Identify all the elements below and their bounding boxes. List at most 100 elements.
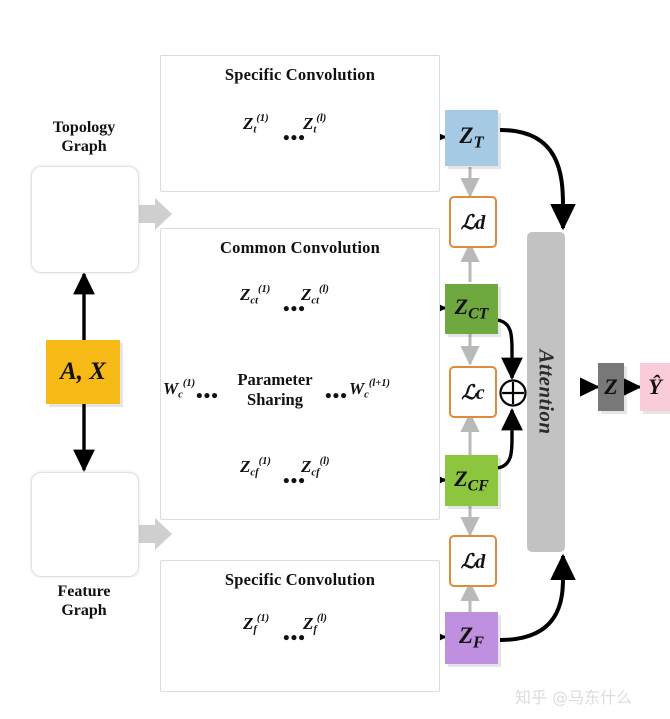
attention-module: Attention	[527, 232, 565, 552]
zcf-sub: CF	[467, 477, 489, 495]
topology-graph-label-line1: Topology	[52, 119, 116, 136]
ld-bottom-text: ℒd	[461, 549, 485, 574]
arrow-zct-to-sum	[496, 318, 523, 381]
feature-graph-card	[31, 472, 139, 577]
zt1-sub: t	[253, 124, 257, 136]
weight-left-sup: (1)	[182, 378, 196, 389]
input-ax-label: A, X	[60, 358, 106, 385]
zf-sub: F	[473, 632, 485, 652]
zf-base: Z	[458, 623, 473, 649]
loss-box-ld-top: ℒd	[449, 196, 497, 248]
ld-top-base: ℒ	[460, 211, 476, 234]
conv-dots-row4: •••	[283, 628, 306, 649]
zct-sub: CT	[468, 305, 489, 323]
zct1-sub: ct	[250, 295, 258, 307]
lc-base: ℒ	[461, 381, 476, 404]
ld-top-text: ℒd	[461, 210, 485, 235]
weight-right-base: W	[349, 378, 365, 398]
sum-operator	[498, 378, 528, 408]
embedding-zf-text: ZF	[459, 623, 484, 653]
zctl-base: Z	[301, 284, 312, 304]
zt-base: Z	[459, 123, 474, 149]
output-block-yhat: Ŷ	[640, 363, 670, 411]
zctl-sub: ct	[311, 295, 319, 307]
weight-left-base: W	[163, 378, 179, 398]
ztl-sub: t	[313, 124, 317, 136]
zf1-sup: (1)	[256, 613, 270, 624]
lc-sub: c	[475, 381, 485, 404]
parameter-sharing-line2: Sharing	[247, 390, 303, 409]
feature-graph-label-line2: Graph	[61, 602, 107, 619]
attention-label: Attention	[534, 349, 559, 435]
embedding-block-zt: ZT	[445, 110, 498, 166]
conv-label-zt-l: Zt(l)	[303, 113, 326, 135]
parameter-sharing-dots-right: •••	[325, 386, 348, 407]
zcfl-sub: cf	[311, 467, 320, 479]
ld-bottom-sub: d	[475, 550, 486, 573]
conv-label-zf-1: Zf(1)	[243, 613, 269, 635]
loss-box-lc: ℒc	[449, 366, 497, 418]
weight-right-sup: (l+1)	[368, 378, 391, 389]
zt1-sup: (1)	[256, 113, 269, 124]
watermark: 知乎 @马东什么	[515, 688, 633, 707]
conv-label-zct-1: Zct(1)	[240, 284, 270, 306]
zt1-base: Z	[243, 113, 254, 133]
panel-specific-convolution-topology: Specific Convolution	[160, 55, 440, 192]
zt-sub: T	[473, 132, 484, 152]
feature-graph-label: Feature Graph	[24, 582, 144, 620]
conv-label-zct-l: Zct(l)	[301, 284, 329, 306]
gray-block-arrow-feature	[138, 518, 172, 550]
lc-text: ℒc	[461, 380, 484, 405]
yhat-base: Ŷ	[648, 374, 662, 399]
sum-operator-icon	[499, 379, 527, 407]
ztl-sup: (l)	[316, 113, 327, 124]
zfl-sup: (l)	[316, 613, 327, 624]
feature-graph-label-line1: Feature	[57, 583, 111, 600]
weight-left-sub: c	[178, 389, 183, 401]
parameter-sharing-label: Parameter Sharing	[215, 370, 335, 410]
topology-graph-label-line2: Graph	[61, 138, 107, 155]
parameter-sharing-line1: Parameter	[237, 370, 313, 389]
zct-base: Z	[454, 294, 469, 320]
zfl-sub: f	[313, 624, 317, 636]
zcf1-base: Z	[240, 456, 251, 476]
panel-title: Common Convolution	[220, 238, 380, 257]
zcf1-sub: cf	[250, 467, 259, 479]
zct1-base: Z	[240, 284, 251, 304]
embedding-block-zf: ZF	[445, 612, 498, 664]
parameter-sharing-dots-left: •••	[196, 386, 219, 407]
zcfl-base: Z	[301, 456, 312, 476]
conv-dots-row1: •••	[283, 128, 306, 149]
conv-label-zcf-1: Zcf(1)	[240, 456, 271, 478]
embedding-block-zct: ZCT	[445, 284, 498, 334]
weight-label-right: Wc(l+1)	[349, 378, 390, 400]
embedding-zt-text: ZT	[459, 123, 483, 153]
conv-label-zcf-l: Zcf(l)	[301, 456, 330, 478]
embedding-block-z: Z	[598, 363, 624, 411]
loss-box-ld-bottom: ℒd	[449, 535, 497, 587]
zf1-sub: f	[253, 624, 257, 636]
zctl-sup: (l)	[319, 284, 329, 295]
topology-graph-card	[31, 166, 139, 273]
panel-common-convolution: Common Convolution	[160, 228, 440, 520]
panel-specific-convolution-feature: Specific Convolution	[160, 560, 440, 692]
arrow-zcf-to-sum	[496, 407, 523, 470]
panel-title: Specific Convolution	[224, 65, 376, 84]
zcf-base: Z	[454, 465, 468, 491]
ld-bottom-base: ℒ	[460, 550, 476, 573]
arrow-zt-to-attention	[499, 128, 576, 231]
ztl-base: Z	[303, 113, 314, 133]
panel-title: Specific Convolution	[224, 570, 376, 589]
conv-label-zt-1: Zt(1)	[243, 113, 269, 135]
topology-graph-label: Topology Graph	[24, 118, 144, 156]
z-base: Z	[604, 374, 618, 399]
conv-label-zf-l: Zf(l)	[303, 613, 327, 635]
zf1-base: Z	[243, 613, 254, 633]
zfl-base: Z	[303, 613, 314, 633]
conv-dots-row3: •••	[283, 471, 306, 492]
zcfl-sup: (l)	[319, 456, 330, 467]
embedding-zct-text: ZCT	[455, 294, 489, 323]
weight-label-left: Wc(1)	[163, 378, 195, 400]
arrow-zf-to-attention	[499, 553, 576, 642]
